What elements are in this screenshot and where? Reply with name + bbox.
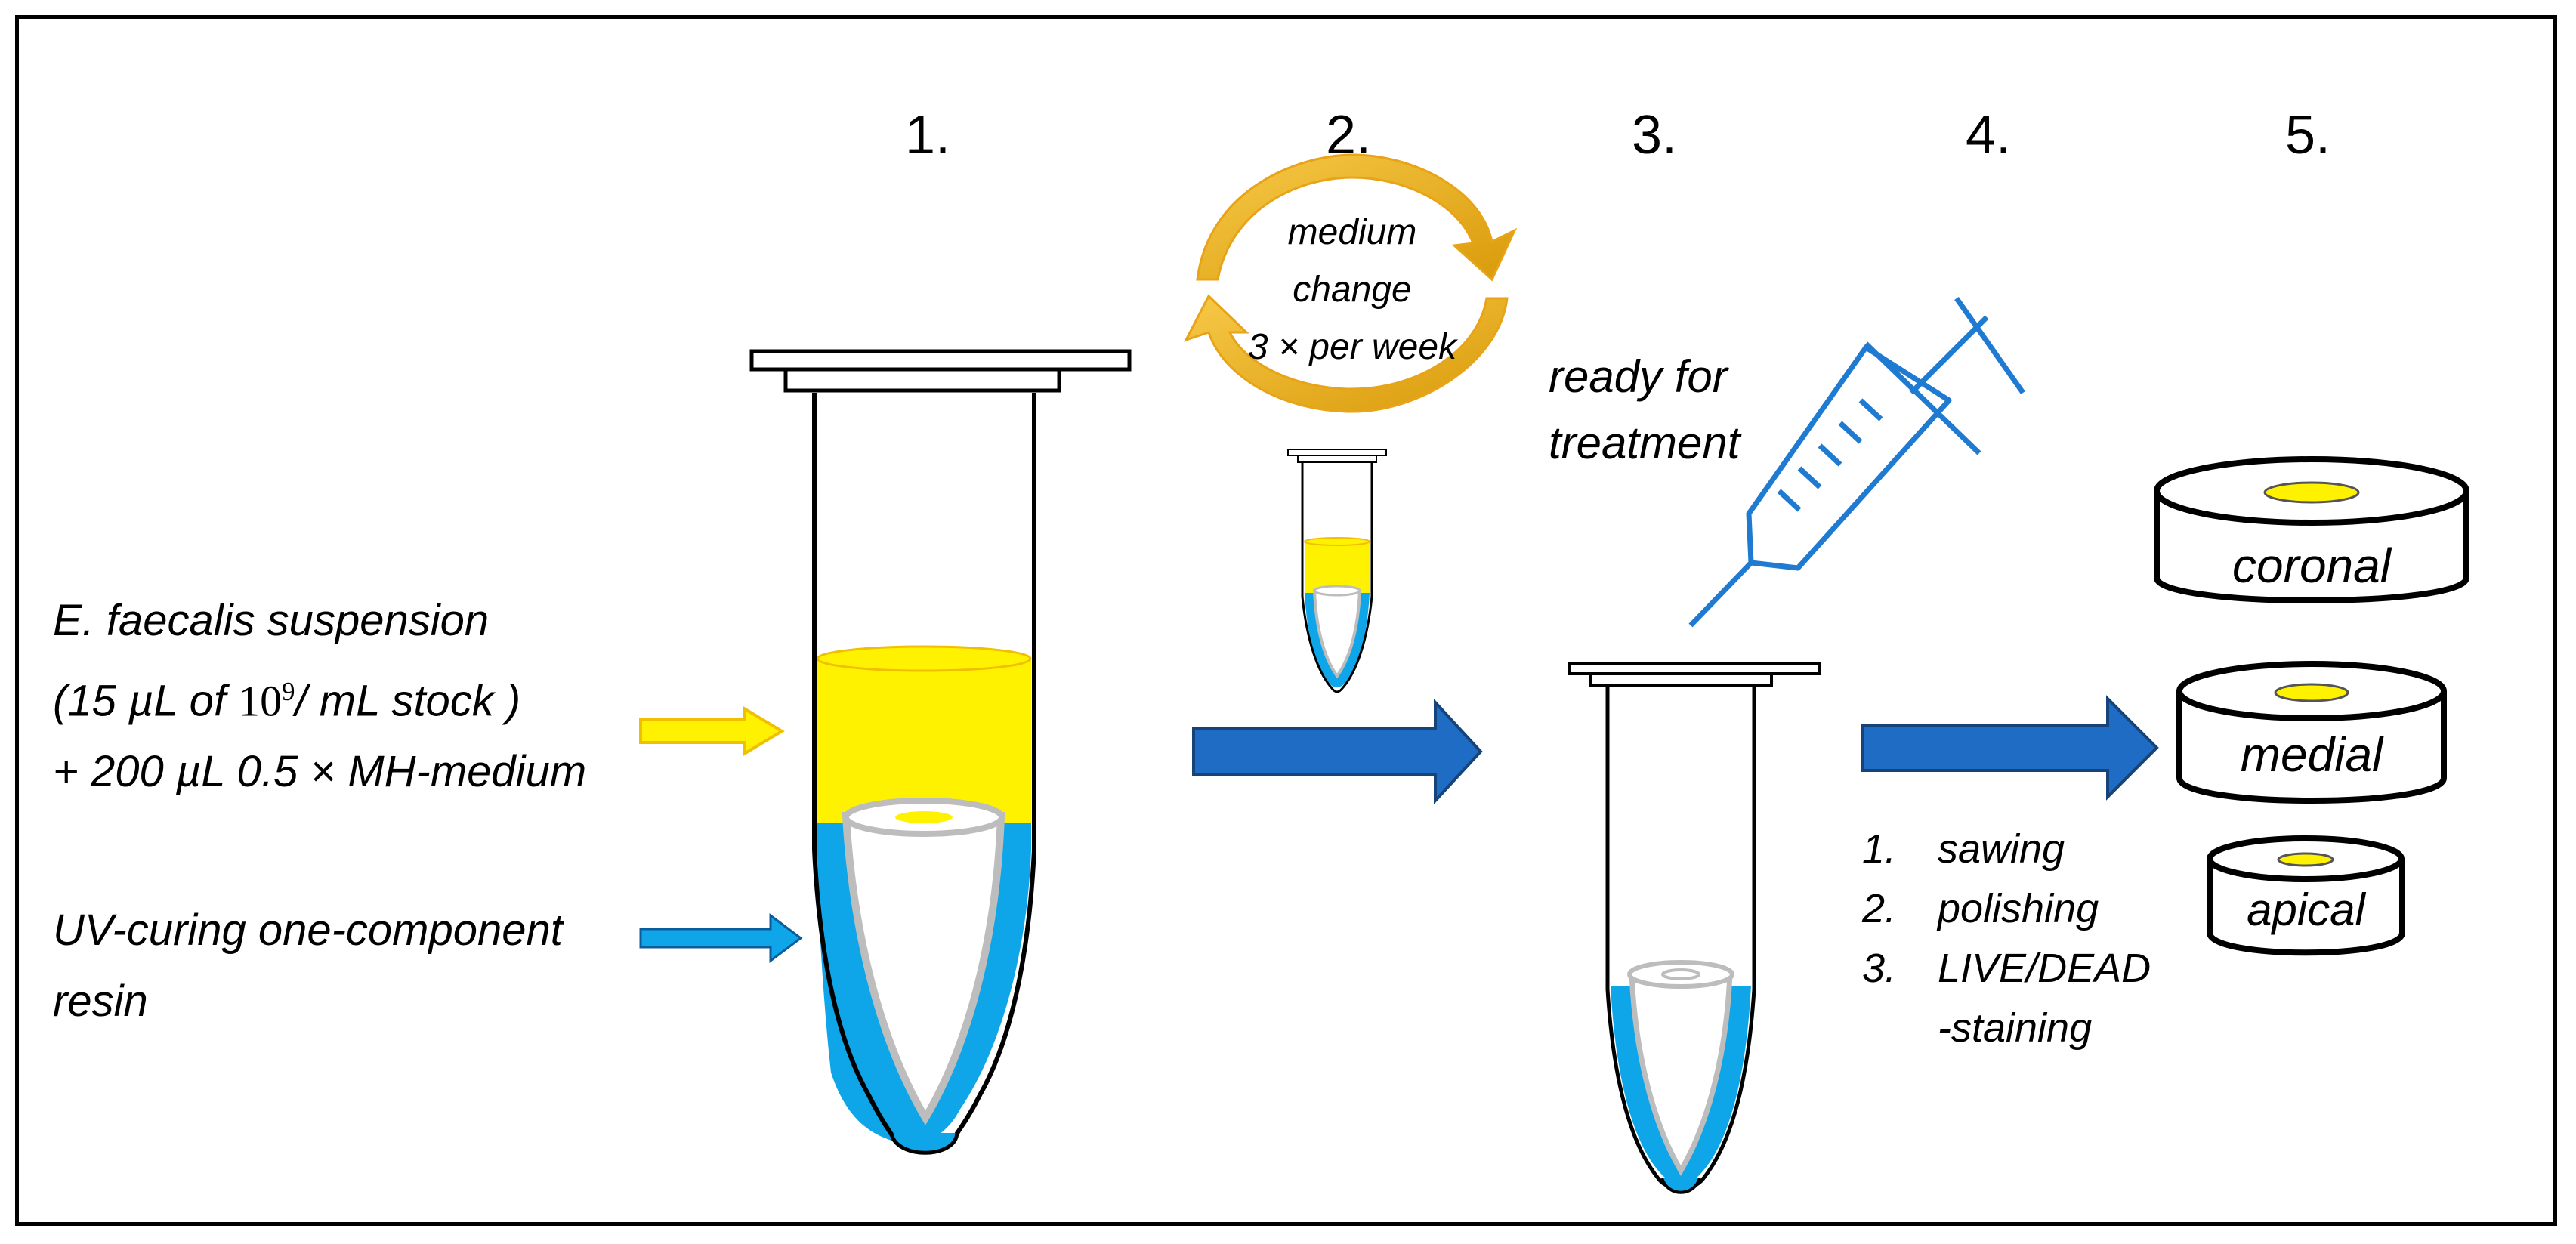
resin-description: UV-curing one-component resin (53, 895, 563, 1037)
suspension-surface (816, 645, 1032, 672)
cycle-arrow-top (1196, 153, 1518, 282)
tube-large-outline (812, 393, 1036, 1142)
section-medial (2176, 661, 2447, 804)
processing-list: 1.sawing 2.polishing 3.LIVE/DEAD -staini… (1862, 820, 2151, 1058)
step-3-label: 3. (1632, 105, 1678, 165)
tube-treatment-cap-rim (1589, 672, 1773, 687)
tube-large-cap-top (749, 349, 1132, 372)
syringe-barrel (1746, 344, 1952, 571)
cycle-text-line1: medium (1287, 212, 1417, 252)
section-label-apical: apical (2247, 884, 2365, 935)
step-2-label: 2. (1326, 105, 1372, 165)
syringe-plunger-head (1954, 296, 2025, 395)
tube-treatment-cap-top (1568, 662, 1821, 675)
tube-large-tip (889, 1132, 959, 1155)
step-4-label: 4. (1966, 105, 2012, 165)
tube-small-cap-rim (1297, 455, 1377, 463)
syringe-tick-5 (1858, 398, 1883, 421)
cycle-text-line3: 3 × per week (1247, 327, 1457, 367)
tube-small-outline (1301, 461, 1373, 693)
processing-item: -staining (1938, 1005, 2093, 1051)
section-label-medial: medial (2240, 727, 2383, 782)
resin-line2: resin (53, 977, 148, 1026)
suspension-line1: E. faecalis suspension (53, 596, 490, 645)
syringe-tick-3 (1818, 443, 1842, 467)
tube-treatment-core-spot (1661, 968, 1700, 980)
syringe-tick-2 (1797, 466, 1822, 489)
suspension-description: E. faecalis suspension (15 µL of 109/ mL… (53, 585, 586, 807)
treatment-text: ready for treatment (1549, 344, 1740, 477)
tube-small-cap-top (1287, 449, 1387, 456)
resin-core (842, 812, 1005, 1125)
cycle-arrows (1183, 153, 1518, 413)
resin-line1: UV-curing one-component (53, 906, 563, 955)
suspension-line3: + 200 µL 0.5 × MH-medium (53, 747, 587, 797)
processing-item: 3.LIVE/DEAD (1862, 946, 2151, 991)
section-coronal (2154, 456, 2469, 603)
coronal-spot (2263, 481, 2360, 504)
tube-treatment-core (1629, 971, 1733, 1176)
tube-small-core (1312, 589, 1362, 679)
syringe-needle (1688, 560, 1753, 628)
resin-arrow (639, 913, 803, 963)
section-label-coronal: coronal (2232, 539, 2391, 593)
treatment-line2: treatment (1549, 418, 1740, 468)
process-arrow-2 (1861, 695, 2159, 801)
cycle-text: medium change 3 × per week (1239, 204, 1466, 376)
suspension-fill (817, 657, 1031, 823)
step-1-label: 1. (905, 105, 951, 165)
tube-treatment (1568, 662, 1821, 1194)
tube-large (749, 349, 1132, 1155)
core-yellow-spot (895, 811, 953, 823)
syringe-flange (1864, 341, 1981, 455)
process-arrow-1 (1192, 698, 1483, 805)
medial-spot (2274, 683, 2349, 702)
syringe-plunger (1909, 315, 1989, 395)
cycle-text-line2: change (1293, 270, 1412, 310)
diagram-frame (15, 15, 2557, 1226)
tube-small-surface (1304, 537, 1370, 546)
processing-item: 1.sawing (1862, 826, 2065, 872)
step-5-label: 5. (2285, 105, 2331, 165)
section-apical (2207, 835, 2405, 956)
apical-spot (2277, 852, 2334, 867)
syringe-tick-1 (1777, 489, 1802, 512)
suspension-arrow (639, 705, 785, 757)
treatment-line1: ready for (1549, 351, 1728, 402)
tube-treatment-tip (1660, 1178, 1701, 1194)
tube-small-core-top (1313, 585, 1361, 597)
tube-small-yellow (1305, 540, 1370, 593)
tube-small (1287, 449, 1387, 693)
cycle-arrow-bottom (1183, 294, 1509, 413)
syringe (1688, 296, 2025, 628)
processing-item: 2.polishing (1862, 886, 2099, 931)
suspension-line2: (15 µL of 109/ mL stock ) (53, 676, 521, 726)
syringe-tick-4 (1838, 421, 1863, 444)
tube-large-cap-rim (783, 367, 1061, 393)
